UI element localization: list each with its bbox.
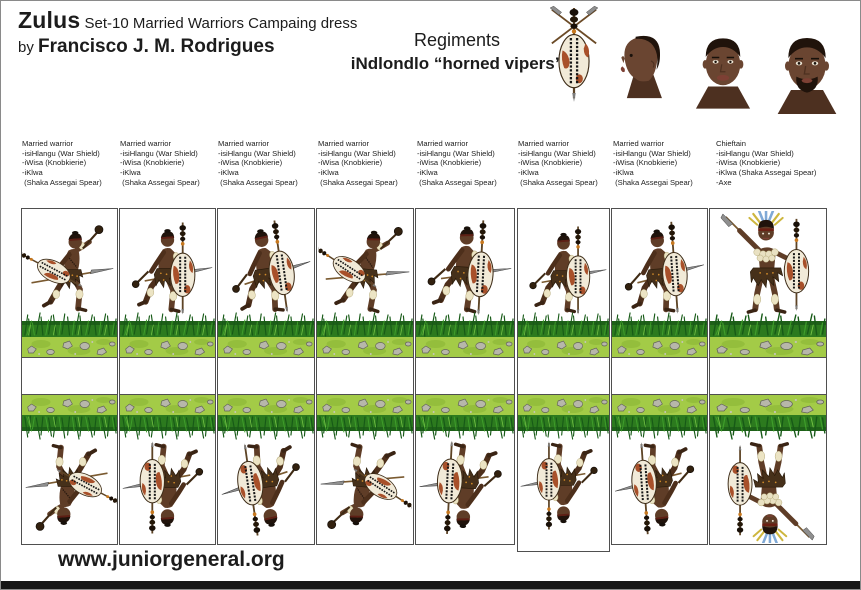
grass-strip — [317, 307, 413, 337]
grass-strip — [120, 307, 215, 337]
ground-strip — [317, 395, 413, 415]
warrior-figure-inverted — [22, 439, 117, 543]
title-main: Zulus — [18, 7, 81, 33]
fold-gap — [317, 357, 413, 395]
warrior-head-profile-icon — [607, 20, 673, 104]
ground-strip — [120, 337, 215, 357]
fold-gap — [120, 357, 215, 395]
ground-strip — [612, 395, 707, 415]
warrior-figure — [612, 211, 707, 317]
ground-strip — [612, 337, 707, 357]
ground-strip — [120, 395, 215, 415]
warrior-figure-inverted — [416, 439, 514, 543]
ground-strip — [416, 337, 514, 357]
fold-gap — [416, 357, 514, 395]
figure-column-chieftain — [709, 208, 827, 545]
warrior-figure-inverted — [317, 439, 413, 543]
warrior-figure-inverted — [518, 439, 609, 543]
figure-column — [119, 208, 216, 545]
title-block: Zulus Set-10 Married Warriors Campaing d… — [18, 7, 357, 58]
grass-strip — [22, 307, 117, 337]
ground-strip — [22, 337, 117, 357]
ground-strip — [22, 395, 117, 415]
ground-strip — [218, 395, 314, 415]
regiment-block: Regiments iNdlondlo “horned vipers” — [341, 30, 573, 74]
figure-label: Chieftain-isiHlangu (War Shield)-iWisa (… — [716, 139, 817, 187]
figure-label: Married warrior-isiHlangu (War Shield)-i… — [22, 139, 102, 187]
warrior-figure — [416, 211, 514, 317]
title-rest: Set-10 Married Warriors Campaing dress — [84, 15, 358, 32]
sheet-title: Zulus Set-10 Married Warriors Campaing d… — [18, 7, 357, 34]
warrior-figure-inverted — [218, 439, 314, 543]
zulu-shield-crossed-spears-icon — [543, 2, 605, 106]
warrior-figure-inverted — [612, 439, 707, 543]
chieftain-figure — [710, 211, 826, 317]
figure-column — [21, 208, 118, 545]
byline: by Francisco J. M. Rodrigues — [18, 36, 357, 58]
regiment-name: iNdlondlo “horned vipers” — [350, 54, 564, 73]
ground-strip — [218, 337, 314, 357]
warrior-figure — [120, 211, 215, 317]
figure-column — [415, 208, 515, 545]
figure-column — [517, 208, 610, 552]
fold-gap — [518, 357, 609, 395]
fold-gap — [710, 357, 826, 395]
grass-strip — [518, 415, 609, 445]
fold-gap — [218, 357, 314, 395]
ground-strip — [710, 395, 826, 415]
chieftain-figure-inverted — [710, 439, 826, 543]
warrior-figure — [22, 211, 117, 317]
warrior-figure — [218, 211, 314, 317]
regiments-label: Regiments — [413, 30, 501, 50]
grass-strip — [317, 415, 413, 445]
warrior-figure — [317, 211, 413, 317]
figure-label: Married warrior-isiHlangu (War Shield)-i… — [120, 139, 200, 187]
ground-strip — [518, 337, 609, 357]
grass-strip — [710, 415, 826, 445]
grass-strip — [710, 307, 826, 337]
chieftain-head-bearded-icon — [766, 26, 848, 114]
figure-label: Married warrior-isiHlangu (War Shield)-i… — [417, 139, 497, 187]
fold-gap — [22, 357, 117, 395]
figure-label: Married warrior-isiHlangu (War Shield)-i… — [318, 139, 398, 187]
byline-prefix: by — [18, 39, 34, 56]
footer-bar — [1, 581, 860, 589]
ground-strip — [317, 337, 413, 357]
fold-gap — [612, 357, 707, 395]
warrior-head-front-icon — [686, 26, 760, 110]
figure-label: Married warrior-isiHlangu (War Shield)-i… — [218, 139, 298, 187]
warrior-figure — [518, 211, 609, 317]
ground-strip — [710, 337, 826, 357]
grass-strip — [416, 415, 514, 445]
figure-column — [316, 208, 414, 545]
grass-strip — [218, 415, 314, 445]
figure-label: Married warrior-isiHlangu (War Shield)-i… — [518, 139, 598, 187]
author-name: Francisco J. M. Rodrigues — [38, 36, 275, 57]
figure-label: Married warrior-isiHlangu (War Shield)-i… — [613, 139, 693, 187]
figure-column — [611, 208, 708, 545]
ground-strip — [518, 395, 609, 415]
website-url: www.juniorgeneral.org — [58, 548, 285, 571]
grass-strip — [612, 415, 707, 445]
warrior-figure-inverted — [120, 439, 215, 543]
grass-strip — [120, 415, 215, 445]
grass-strip — [218, 307, 314, 337]
grass-strip — [612, 307, 707, 337]
grass-strip — [518, 307, 609, 337]
grass-strip — [416, 307, 514, 337]
ground-strip — [416, 395, 514, 415]
grass-strip — [22, 415, 117, 445]
figure-column — [217, 208, 315, 545]
